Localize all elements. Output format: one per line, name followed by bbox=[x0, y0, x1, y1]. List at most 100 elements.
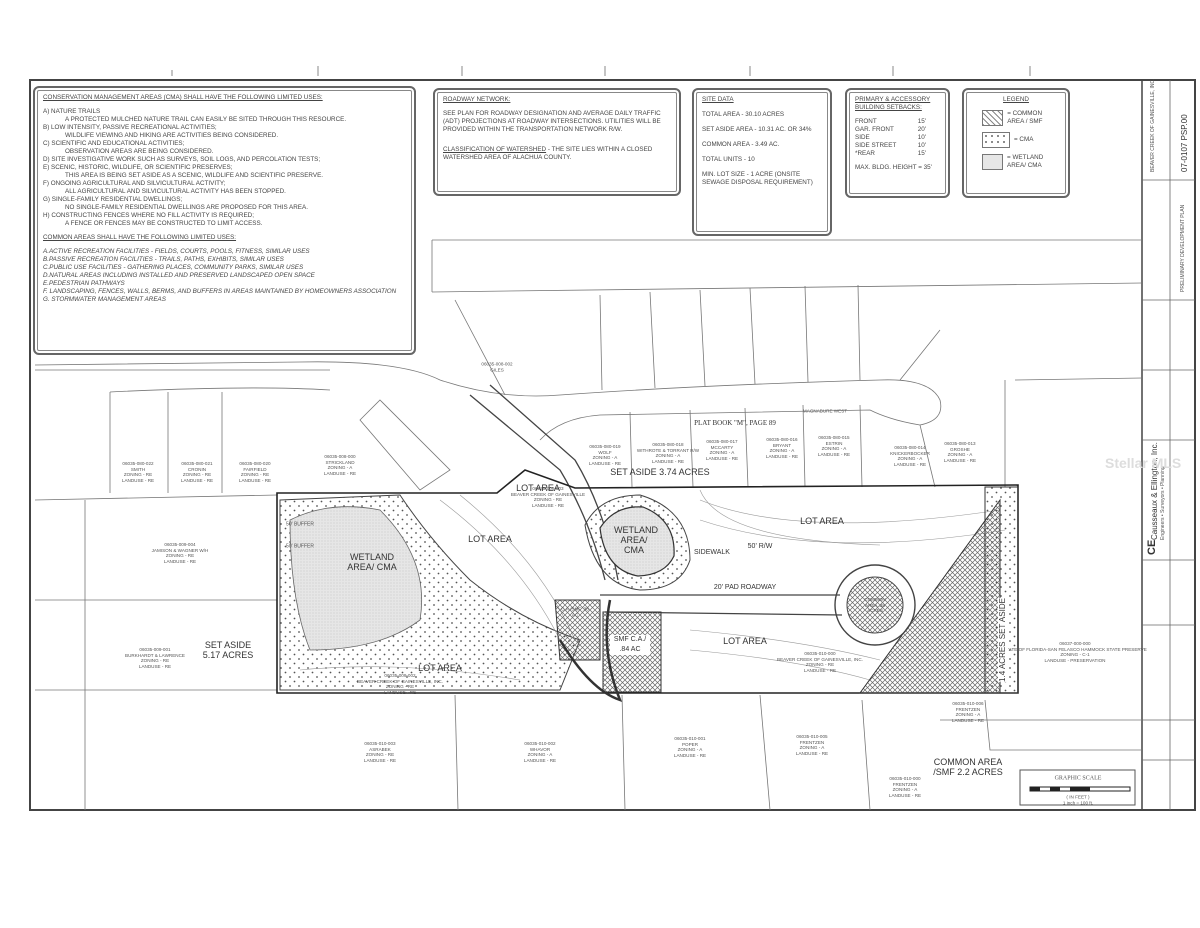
parcel-label-line: FRENTZEN bbox=[955, 706, 981, 712]
parcel-label-line: FAIRFIELD bbox=[243, 466, 267, 472]
parcel-label-line: ZONING - A bbox=[709, 450, 735, 455]
dots-swatch-icon bbox=[982, 132, 1010, 148]
roadway-text: SEE PLAN FOR ROADWAY DESIGNATION AND AVE… bbox=[443, 110, 661, 133]
parcel-label-line: LANDUSE - RE bbox=[588, 460, 622, 466]
cma-item-text: ALL AGRICULTURAL AND SILVICULTURAL ACTIV… bbox=[65, 188, 286, 195]
parcel-label-line: ZONING - A bbox=[947, 452, 973, 457]
cma-item-heading: E) SCENIC, HISTORIC, WILDLIFE, OR SCIENT… bbox=[43, 164, 233, 171]
parcel-label-line: ZONING - RE bbox=[123, 472, 153, 477]
parcel-label-line: ZONING - RE bbox=[240, 472, 270, 477]
lot-area-label: LOT AREA bbox=[800, 516, 844, 526]
parcel-label-line: ZONING - A bbox=[592, 455, 618, 460]
smf-84-label: SMF C.A./ .84 AC bbox=[610, 635, 650, 655]
lot-area-label: LOT AREA bbox=[418, 663, 462, 673]
parcel-label-line: ZONING - RE bbox=[165, 553, 195, 558]
common-use-item: F. LANDSCAPING, FENCES, WALLS, BERMS, AN… bbox=[43, 288, 397, 295]
parcel-label-line: BEAVER CREEK OF GAINESVILLE bbox=[510, 491, 586, 497]
buffer-label: 50' BUFFER bbox=[286, 521, 314, 528]
parcel-label-line: POPER bbox=[681, 741, 699, 747]
parcel-label-line: BRYANT bbox=[772, 442, 792, 448]
cma-item-heading: H) CONSTRUCTING FENCES WHERE NO FILL ACT… bbox=[43, 212, 254, 219]
parcel-label-line: WHAVOR bbox=[529, 746, 551, 752]
setbacks-note: PRIMARY & ACCESSORY BUILDING SETBACKS: F… bbox=[845, 88, 950, 198]
setback-label: GAR. FRONT bbox=[855, 126, 894, 133]
legend: LEGEND = COMMON AREA / SMF = CMA = WETLA… bbox=[962, 88, 1070, 198]
crosshatch-swatch-icon bbox=[982, 110, 1004, 126]
cma-item-text: OBSERVATION AREAS ARE BEING CONSIDERED. bbox=[65, 148, 214, 155]
project-name: BEAVER CREEK OF GAINESVILLE, INC. bbox=[1150, 78, 1156, 172]
parcel-label-line: ZONING - RE bbox=[140, 658, 170, 663]
parcel-lines bbox=[34, 239, 1143, 811]
parcel-label-line: ZONING - A bbox=[799, 745, 825, 750]
parcel-label-line: ZONING - RE bbox=[182, 472, 212, 477]
legend-title: LEGEND bbox=[1003, 96, 1029, 103]
buffer-label: 50' BUFFER bbox=[286, 543, 314, 550]
setbacks-title: PRIMARY & ACCESSORY BUILDING SETBACKS: bbox=[855, 96, 931, 111]
parcel-label-line: LANDUSE - RE bbox=[943, 457, 977, 463]
parcel-label-line: 06035-010-001 bbox=[674, 736, 706, 741]
parcel-label-line: 06035-010-000 bbox=[889, 776, 921, 781]
legend-item-cma: = CMA bbox=[982, 132, 1060, 148]
parcel-label-line: 06035-008-000 bbox=[324, 454, 356, 459]
parcel-label-line: ASRABEK bbox=[369, 746, 391, 752]
cma-item-text: WILDLIFE VIEWING AND HIKING ARE ACTIVITI… bbox=[65, 132, 279, 139]
roadway-label: 20' PAD ROADWAY bbox=[713, 584, 777, 591]
parcel-label-line: 06035-009-004 bbox=[164, 542, 196, 547]
common-title: COMMON AREAS SHALL HAVE THE FOLLOWING LI… bbox=[43, 234, 237, 241]
parcel-label-line: ZONING - A bbox=[821, 446, 847, 451]
parcel-label-line: LANDUSE - RE bbox=[795, 750, 829, 756]
max-height: MAX. BLDG. HEIGHT = 35' bbox=[855, 164, 932, 171]
setback-label: FRONT bbox=[855, 118, 877, 125]
parcel-label-line: STRICKLAND bbox=[325, 459, 355, 465]
parcel-label-line: 06035-010-003 bbox=[364, 741, 396, 746]
parcel-label-line: 06035-010-006 bbox=[952, 701, 984, 706]
parcel-label-line: ZONING - A bbox=[769, 448, 795, 453]
cul-de-sac bbox=[834, 564, 916, 646]
parcel-label-line: 06035-010-005 bbox=[796, 734, 828, 739]
parcel-label-line: LANDUSE - RE bbox=[138, 663, 172, 669]
parcel-label-line: GILES bbox=[490, 367, 504, 372]
parcel-label-line: 06035-009-002 bbox=[384, 673, 416, 678]
graphic-scale-title: GRAPHIC SCALE bbox=[1054, 775, 1102, 782]
common-use-item: E.PEDESTRIAN PATHWAYS bbox=[43, 280, 125, 287]
wetland-area-west-label: WETLAND AREA/ CMA bbox=[347, 552, 397, 572]
cma-item-text: A FENCE OR FENCES MAY BE CONSTRUCTED TO … bbox=[65, 220, 263, 227]
parcel-label-line: ZONING - RE bbox=[365, 752, 395, 757]
cma-item-heading: G) SINGLE-FAMILY RESIDENTIAL DWELLINGS; bbox=[43, 196, 183, 203]
parcel-label-line: 06035-080-016 bbox=[766, 437, 798, 442]
drawing-title: PRELIMINARY DEVELOPMENT PLAN bbox=[1180, 204, 1186, 292]
common-use-item: G. STORMWATER MANAGEMENT AREAS bbox=[43, 296, 166, 303]
set-aside-14-label: 1.4 ACRES SET ASIDE bbox=[998, 598, 1008, 682]
setback-label: SIDE STREET bbox=[855, 142, 897, 149]
scale-ratio: 1 inch = 100 ft. bbox=[1062, 800, 1094, 806]
parcel-label-line: MCCARTY bbox=[710, 444, 734, 450]
title-block-grid bbox=[1142, 80, 1195, 810]
set-aside-374-label: SET ASIDE 3.74 ACRES bbox=[610, 467, 710, 477]
parcel-label-line: 06035-010-000 bbox=[804, 651, 836, 656]
parcel-label-line: 06035-080-018 bbox=[652, 442, 684, 447]
cma-title: CONSERVATION MANAGEMENT AREAS (CMA) SHAL… bbox=[43, 94, 323, 101]
parcel-label-line: LANDUSE - RE bbox=[705, 455, 739, 461]
ca-smf-38-label: C.A./SMF .38 AC bbox=[561, 606, 589, 618]
site-data-line: TOTAL AREA - 30.10 ACRES bbox=[702, 111, 785, 118]
plat-book-label: PLAT BOOK "M", PAGE 89 bbox=[694, 419, 776, 427]
firm-logo: CE bbox=[1146, 539, 1158, 555]
site-boundary bbox=[276, 469, 1019, 694]
parcel-label-line: LANDUSE - RE bbox=[673, 752, 707, 758]
parcel-label-line: LANDUSE - RE bbox=[180, 477, 214, 483]
parcel-label-line: LANDUSE - RE bbox=[523, 757, 557, 763]
setback-value: 10' bbox=[917, 142, 926, 149]
